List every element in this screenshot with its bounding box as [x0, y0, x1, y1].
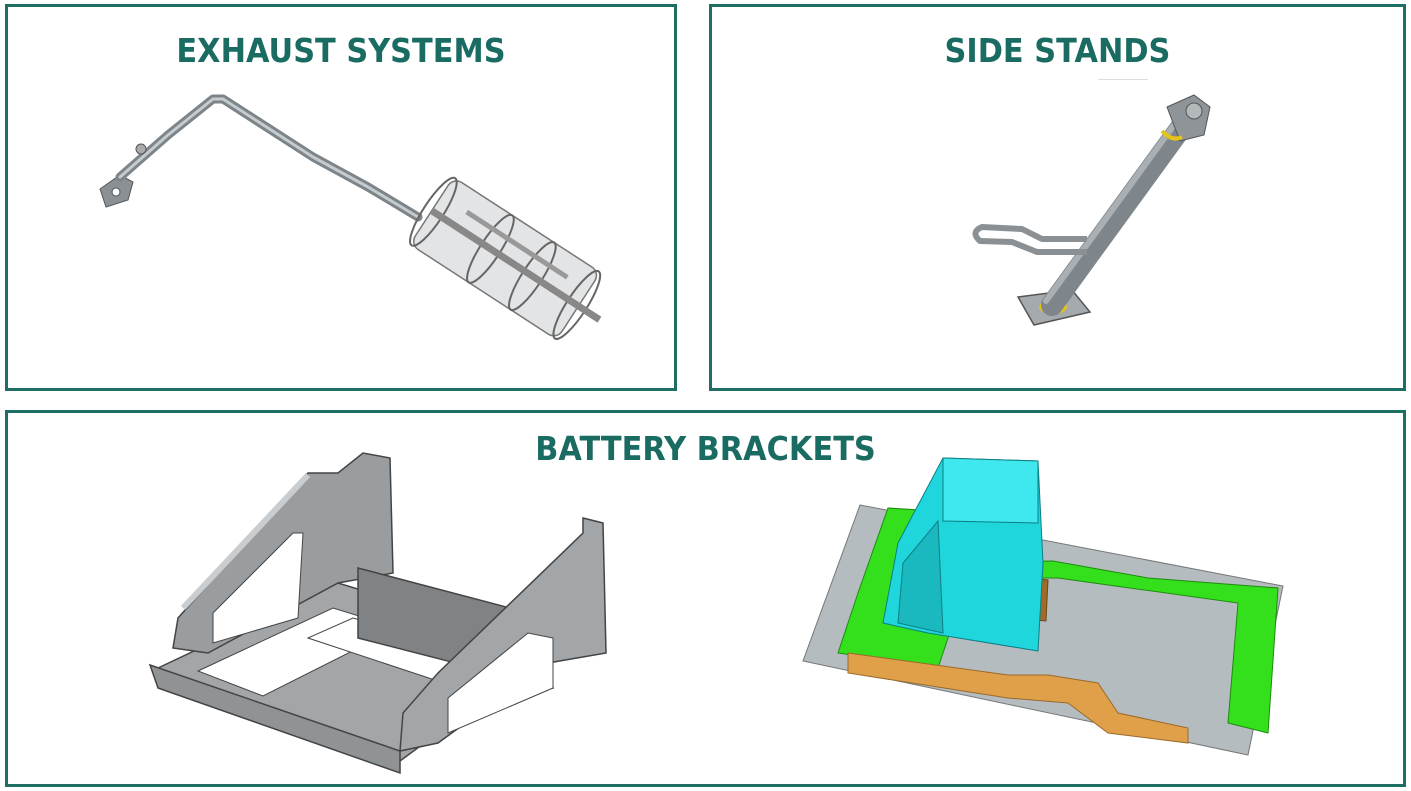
side-stands-panel: SIDE STANDS — [709, 4, 1406, 391]
battery-brackets-panel: BATTERY BRACKETS — [5, 410, 1406, 787]
battery-brackets-title: BATTERY BRACKETS — [535, 429, 876, 468]
battery-bracket-assembly-image — [802, 457, 1284, 756]
exhaust-systems-title: EXHAUST SYSTEMS — [176, 31, 506, 70]
exhaust-system-image — [99, 94, 602, 340]
crosshair-icon — [1098, 65, 1148, 80]
side-stands-title: SIDE STANDS — [944, 31, 1171, 70]
side-stand-image — [972, 94, 1211, 326]
battery-bracket-grey-image — [148, 452, 607, 775]
exhaust-systems-panel: EXHAUST SYSTEMS — [5, 4, 677, 391]
